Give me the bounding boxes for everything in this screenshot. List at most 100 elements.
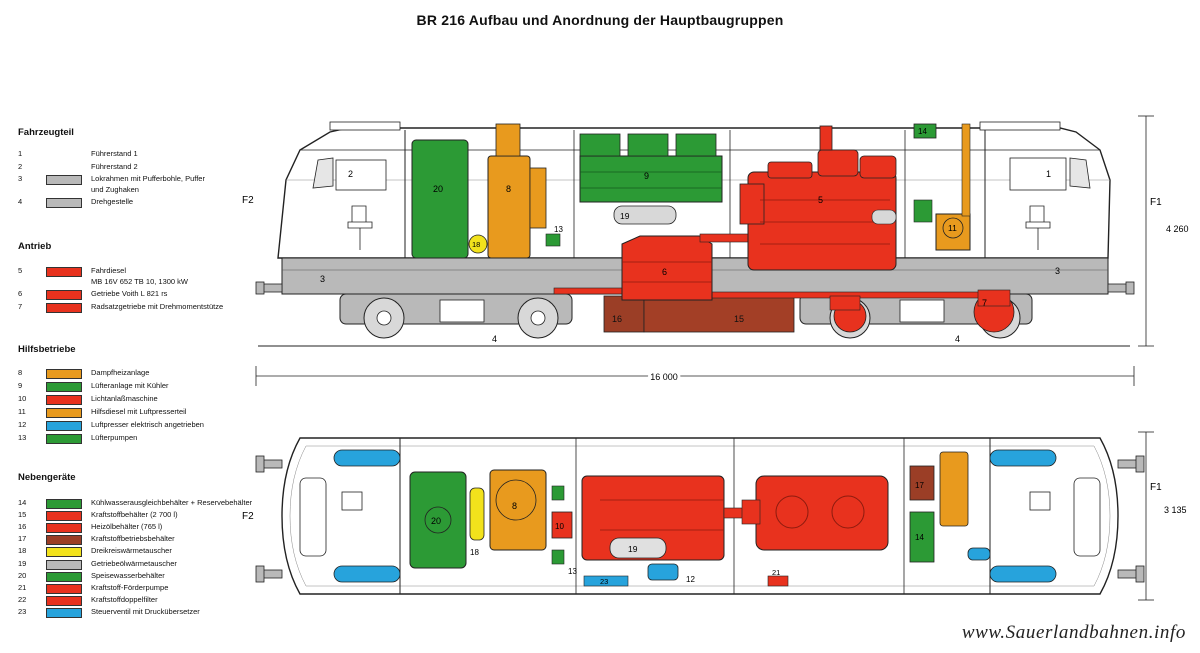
legend-item-label: Speisewasserbehälter — [91, 570, 165, 580]
side-bogie-right-label: 4 — [955, 334, 960, 344]
legend-item-number: 20 — [18, 570, 27, 580]
top-steam-heater-label: 8 — [512, 501, 517, 511]
side-cardan-left — [553, 287, 625, 295]
side-steam-heater — [487, 123, 547, 259]
legend-item-number: 4 — [18, 197, 23, 206]
top-heat-exchanger — [469, 487, 485, 541]
legend-color-swatch — [46, 369, 82, 379]
legend-item-number: 13 — [18, 433, 27, 442]
legend-color-swatch — [46, 607, 82, 618]
side-buffers — [255, 281, 1135, 295]
top-compressor — [647, 563, 679, 581]
top-main-engine — [741, 475, 889, 551]
side-view: 2 1 3 3 4 4 — [242, 115, 1189, 386]
legend-item-label: Lüfteranlage mit Kühler — [91, 381, 169, 390]
legend-color-swatch — [46, 559, 82, 570]
legend-section-title: Antrieb — [18, 241, 52, 252]
side-water-tank — [411, 139, 469, 259]
side-coolant-tank — [913, 123, 937, 139]
side-axle-gear-label: 7 — [982, 298, 987, 308]
legend-item-number: 18 — [18, 546, 27, 556]
legend-item-label: Fahrdiesel — [91, 266, 127, 275]
side-bogie-left-label: 4 — [492, 334, 497, 344]
legend-item-label-line2: und Zughaken — [91, 184, 139, 194]
legend-item-label: Kühlwasserausgleichbehälter + Reservebeh… — [91, 498, 253, 507]
side-heat-exchanger — [468, 234, 488, 254]
side-engine-label: 5 — [818, 195, 823, 205]
legend-item-number: 10 — [18, 394, 27, 403]
side-steam-heater-label: 8 — [506, 184, 511, 194]
dim-height — [1138, 115, 1154, 347]
legend-item-number: 8 — [18, 368, 23, 377]
legend-item-number: 11 — [18, 407, 26, 416]
legend-item-number: 14 — [18, 498, 27, 507]
legend-item-label: Dampfheizanlage — [91, 368, 150, 377]
side-aux-diesel-label: 11 — [948, 223, 957, 233]
legend-item-label: Getriebe Voith L 821 rs — [91, 289, 168, 298]
legend-color-swatch — [46, 434, 82, 444]
top-pumps-1 — [551, 485, 565, 501]
legend-item-number: 15 — [18, 510, 27, 520]
top-oil-cooler — [609, 537, 667, 559]
side-heat-exchanger-label: 18 — [472, 240, 480, 249]
legend-item-number: 1 — [18, 149, 23, 158]
side-oil-cooler-label: 19 — [620, 211, 630, 221]
top-light-machine — [551, 511, 573, 539]
legend-item-label: Heizölbehälter (765 l) — [91, 522, 163, 532]
legend-item-number: 19 — [18, 558, 27, 568]
legend-item-label: Führerstand 2 — [91, 161, 138, 171]
legend-section-title: Hilfsbetriebe — [18, 344, 76, 355]
legend-section-title: Fahrzeugteil — [18, 127, 74, 138]
legend-item-number: 23 — [18, 606, 27, 616]
side-transmission — [621, 235, 713, 301]
legend-color-swatch — [46, 395, 82, 405]
legend-color-swatch — [46, 290, 82, 300]
legend-color-swatch — [46, 408, 82, 418]
legend-color-swatch — [46, 198, 82, 208]
side-fuel-tank — [643, 295, 795, 333]
top-fuel-service-tank — [909, 465, 935, 501]
legend-item-label: Luftpresser elektrisch angetrieben — [91, 420, 204, 429]
side-cab2-label: 2 — [348, 169, 353, 179]
side-main-engine — [739, 125, 897, 271]
legend-item-number: 3 — [18, 174, 23, 183]
side-fuel-tank-label: 15 — [734, 314, 744, 324]
dim-height-label: 4 260 — [1166, 224, 1189, 234]
side-frame-left-label: 3 — [320, 274, 325, 284]
legend-item-label: Dreikreiswärmetauscher — [91, 546, 172, 556]
side-cooler-group — [579, 133, 723, 203]
legend-color-swatch — [46, 571, 82, 582]
legend-color-swatch — [46, 595, 82, 606]
side-axle-gear-right — [973, 289, 1015, 333]
legend-color-swatch — [46, 499, 82, 509]
legend-color-swatch — [46, 175, 82, 185]
top-coolant-tank — [909, 511, 935, 563]
legend-color-swatch — [46, 547, 82, 558]
side-bogie-left — [339, 293, 573, 339]
side-coolant-tank-label: 14 — [918, 127, 927, 136]
top-coolant-tank-label: 14 — [915, 533, 924, 542]
legend-color-swatch — [46, 421, 82, 431]
top-aux-diesel — [939, 451, 969, 527]
legend-item-number: 2 — [18, 161, 23, 171]
legend-item-label: Drehgestelle — [91, 197, 134, 206]
top-pumps-2 — [551, 549, 565, 565]
top-water-tank-label: 20 — [431, 516, 441, 526]
side-heating-oil-tank — [603, 295, 645, 333]
side-heating-oil-label: 16 — [612, 314, 622, 324]
side-cooler-label: 9 — [644, 171, 649, 181]
legend-color-swatch — [46, 511, 82, 522]
legend-item-number: 12 — [18, 420, 27, 429]
top-fuel-service-tank-label: 17 — [915, 481, 924, 490]
legend-item-label: Lüfterpumpen — [91, 433, 138, 442]
top-end-f1: F1 — [1150, 482, 1162, 493]
legend-item-number: 21 — [18, 582, 27, 592]
legend-item-label: Kraftstoffdoppelfilter — [91, 594, 158, 604]
side-oil-cooler — [613, 205, 677, 225]
legend-color-swatch — [46, 302, 82, 313]
legend-color-swatch — [46, 535, 82, 546]
side-pumps — [545, 233, 561, 247]
legend-color-swatch — [46, 523, 82, 534]
legend-item-label: Radsatzgetriebe mit Drehmomentstütze — [91, 301, 224, 311]
legend-item-number: 22 — [18, 594, 27, 604]
